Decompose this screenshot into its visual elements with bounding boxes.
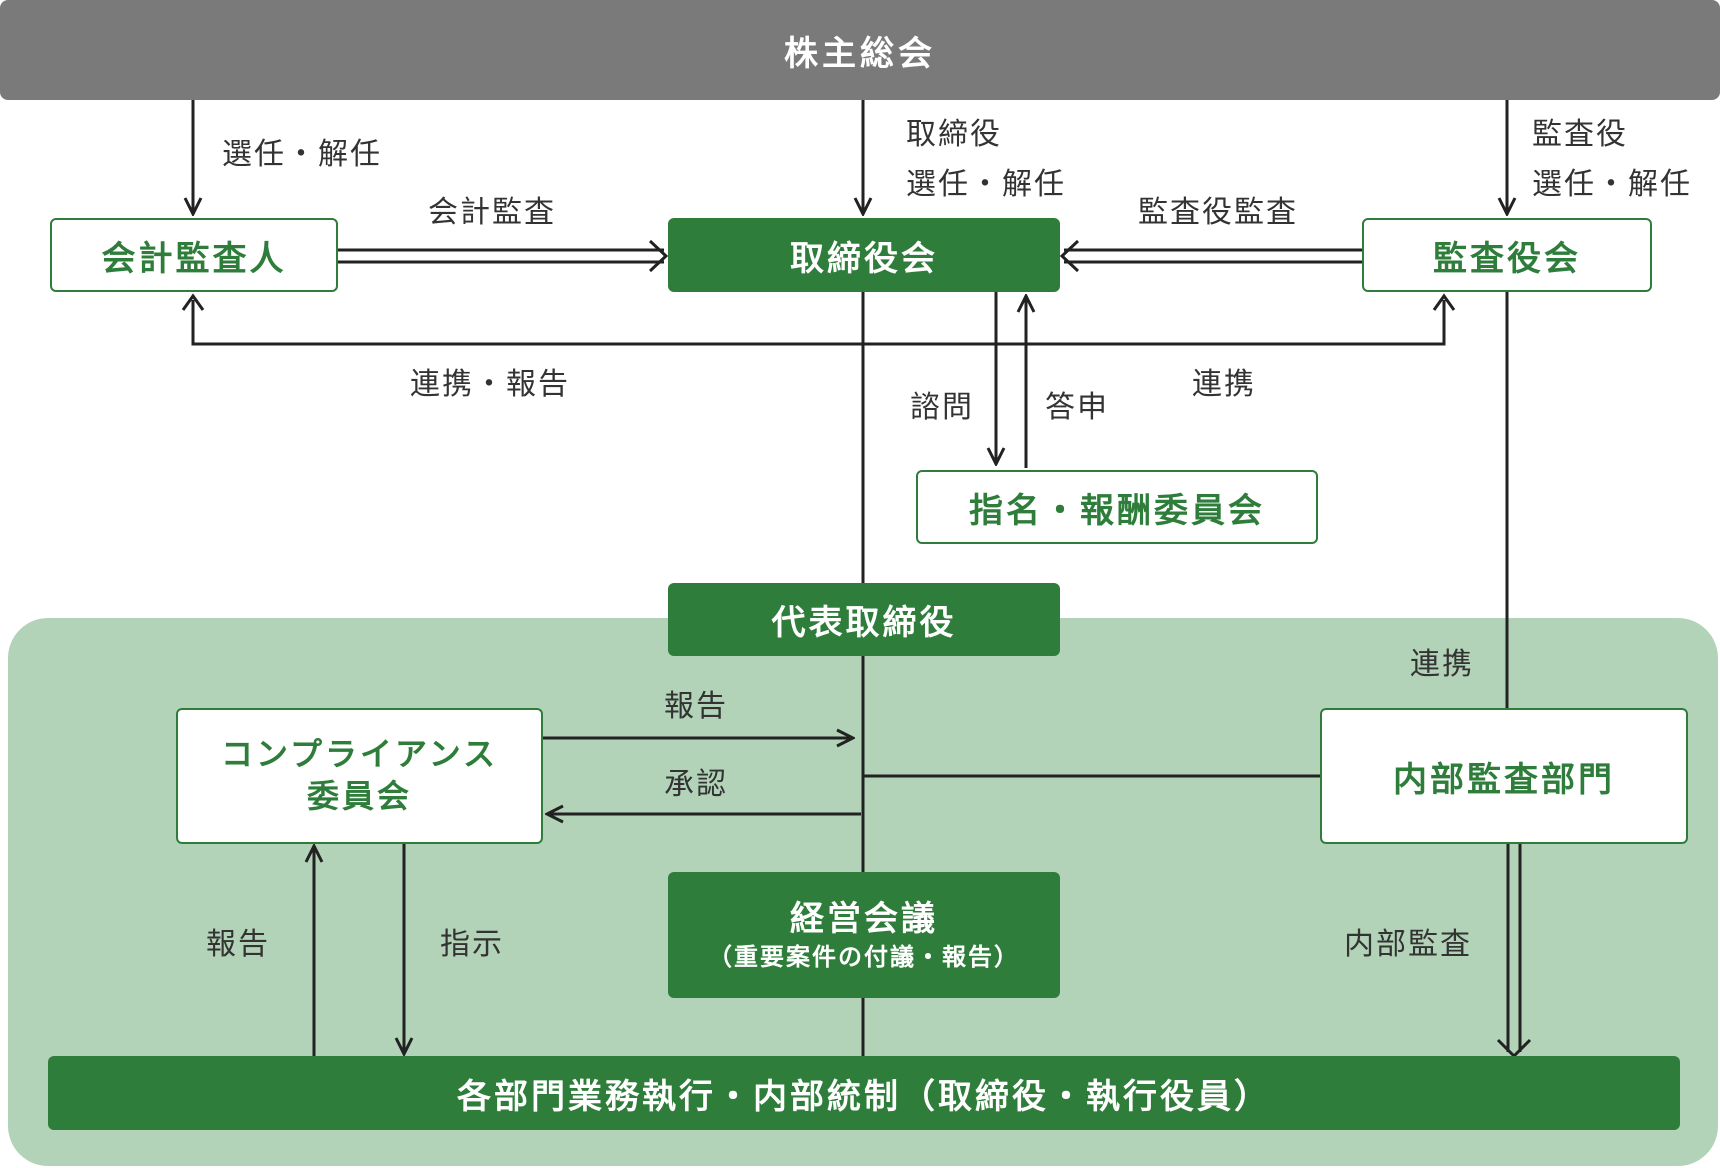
shareholders-meeting: 株主総会 [0,0,1720,100]
internal-audit-department-label: 内部監査部門 [1393,759,1615,800]
accounting-auditor-label: 会計監査人 [101,238,287,279]
double-arrow-accounting-audit-head [648,239,669,273]
board-of-directors-box: 取締役会 [668,218,1060,292]
accounting-auditor-box: 会計監査人 [50,218,338,292]
bracket-collab-report [191,300,1446,346]
compliance-committee-label-2: 委員会 [306,777,412,815]
label-approval: 承認 [664,767,728,802]
business-execution-bar: 各部門業務執行・内部統制（取締役・執行役員） [48,1056,1680,1130]
double-arrow-auditor-audit-head [1059,239,1080,273]
management-meeting-label: 経営会議 [790,899,938,940]
label-appoint-dismiss-auditor: 選任・解任 [222,137,382,172]
label-instruction: 指示 [440,927,504,962]
nomination-committee-label: 指名・報酬委員会 [969,490,1265,531]
label-internal-audit-flow: 内部監査 [1344,927,1472,962]
compliance-committee-box: コンプライアンス 委員会 [176,708,543,844]
bracket-head-right [1432,293,1456,311]
nomination-committee-box: 指名・報酬委員会 [916,470,1318,544]
management-meeting-sublabel: （重要案件の付議・報告） [708,942,1020,971]
label-collab-report: 連携・報告 [410,367,570,402]
label-director-appoint-dismiss: 選任・解任 [906,167,1066,202]
label-director: 取締役 [906,117,1002,152]
business-execution-label: 各部門業務執行・内部統制（取締役・執行役員） [457,1076,1271,1117]
label-corporate-auditor: 監査役 [1532,117,1628,152]
label-report-upper: 報告 [664,689,728,724]
representative-director-box: 代表取締役 [668,583,1060,656]
label-accounting-audit: 会計監査 [428,195,556,230]
management-meeting-box: 経営会議 （重要案件の付議・報告） [668,872,1060,998]
double-arrow-internal-audit-head [1496,1038,1532,1059]
audit-board-label: 監査役会 [1433,238,1581,279]
label-collab-top: 連携 [1192,367,1256,402]
label-collab-right: 連携 [1410,647,1474,682]
label-answer: 答申 [1045,390,1109,425]
label-report-lower: 報告 [206,927,270,962]
label-corporate-auditor-appoint-dismiss: 選任・解任 [1532,167,1692,202]
representative-director-label: 代表取締役 [771,603,957,643]
shareholders-meeting-label: 株主総会 [784,33,936,74]
bracket-head-left [181,293,205,311]
audit-board-box: 監査役会 [1362,218,1652,292]
label-auditor-audit: 監査役監査 [1138,195,1298,230]
compliance-committee-label-1: コンプライアンス [220,735,499,774]
internal-audit-department-box: 内部監査部門 [1320,708,1688,844]
label-consult: 諮問 [910,390,974,425]
board-of-directors-label: 取締役会 [790,238,938,279]
